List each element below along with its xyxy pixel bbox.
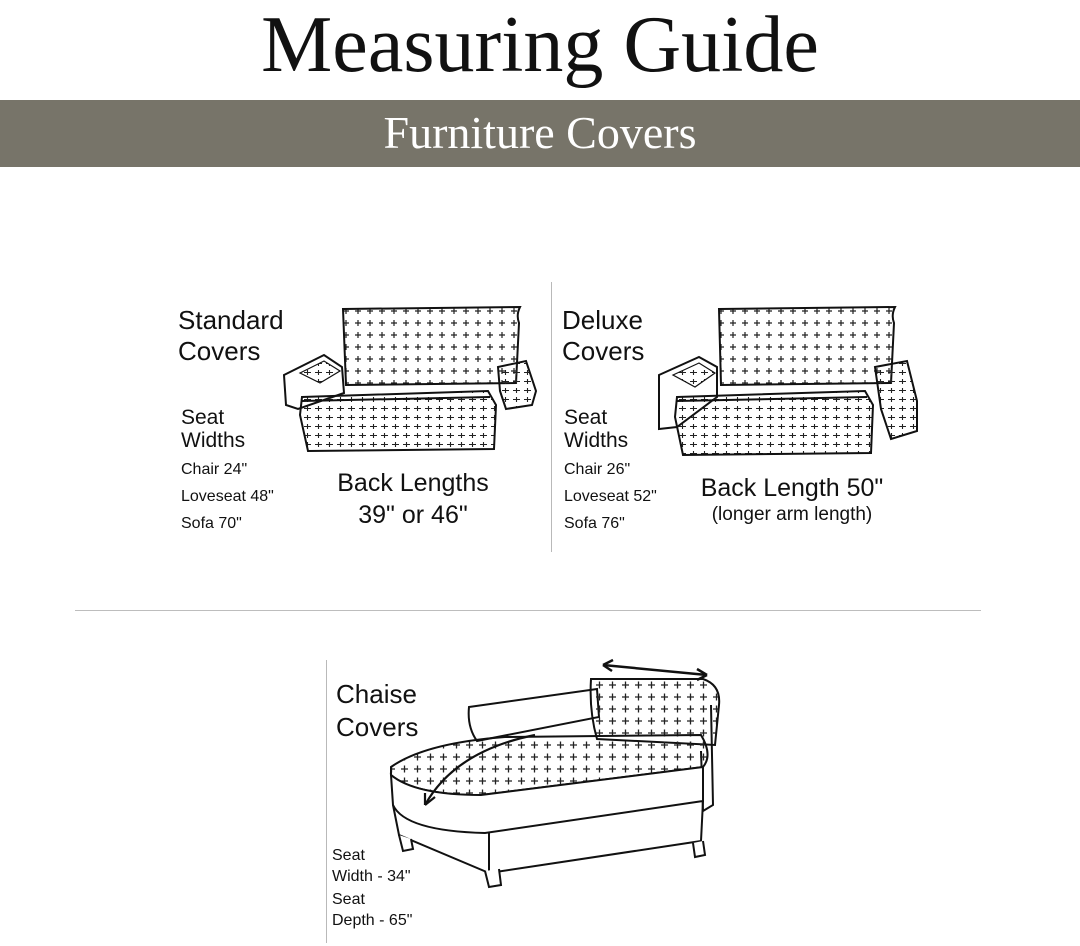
deluxe-sofa-cover-icon xyxy=(655,305,920,457)
standard-back-label: Back Lengths xyxy=(337,469,489,497)
chaise-panel-border xyxy=(326,660,327,943)
standard-seat-label-line1: Seat xyxy=(181,406,225,429)
standard-sofa-cover-icon xyxy=(280,305,540,455)
chaise-heading-line2: Covers xyxy=(336,712,419,742)
page-subtitle: Furniture Covers xyxy=(383,107,697,158)
standard-back-value: 39" or 46" xyxy=(358,501,468,529)
chaise-seat-depth-line2: Depth - 65" xyxy=(332,912,413,929)
standard-seat-label-line2: Widths xyxy=(181,429,246,452)
deluxe-size-sofa: Sofa 76" xyxy=(564,515,625,532)
deluxe-back-note: (longer arm length) xyxy=(711,504,873,525)
standard-heading-line1: Standard xyxy=(178,305,284,335)
chaise-seat-width-line1: Seat xyxy=(332,847,365,864)
deluxe-back-label: Back Length 50" xyxy=(700,474,884,502)
deluxe-size-chair: Chair 26" xyxy=(564,461,631,478)
chaise-cover-icon xyxy=(385,655,730,893)
deluxe-heading-line2: Covers xyxy=(562,336,645,366)
panel-divider-vertical xyxy=(551,282,552,552)
deluxe-heading-line1: Deluxe xyxy=(562,305,643,335)
deluxe-size-loveseat: Loveseat 52" xyxy=(564,488,657,505)
standard-size-loveseat: Loveseat 48" xyxy=(181,488,274,505)
subtitle-band xyxy=(0,100,1080,167)
standard-heading-line2: Covers xyxy=(178,336,261,366)
standard-size-sofa: Sofa 70" xyxy=(181,515,242,532)
section-divider xyxy=(75,610,981,611)
chaise-seat-width-line2: Width - 34" xyxy=(332,868,411,885)
deluxe-seat-label-line2: Widths xyxy=(564,429,629,452)
page-title: Measuring Guide xyxy=(261,1,819,89)
chaise-seat-depth-line1: Seat xyxy=(332,891,365,908)
chaise-heading-line1: Chaise xyxy=(336,679,417,709)
deluxe-seat-label-line1: Seat xyxy=(564,406,608,429)
standard-size-chair: Chair 24" xyxy=(181,461,248,478)
